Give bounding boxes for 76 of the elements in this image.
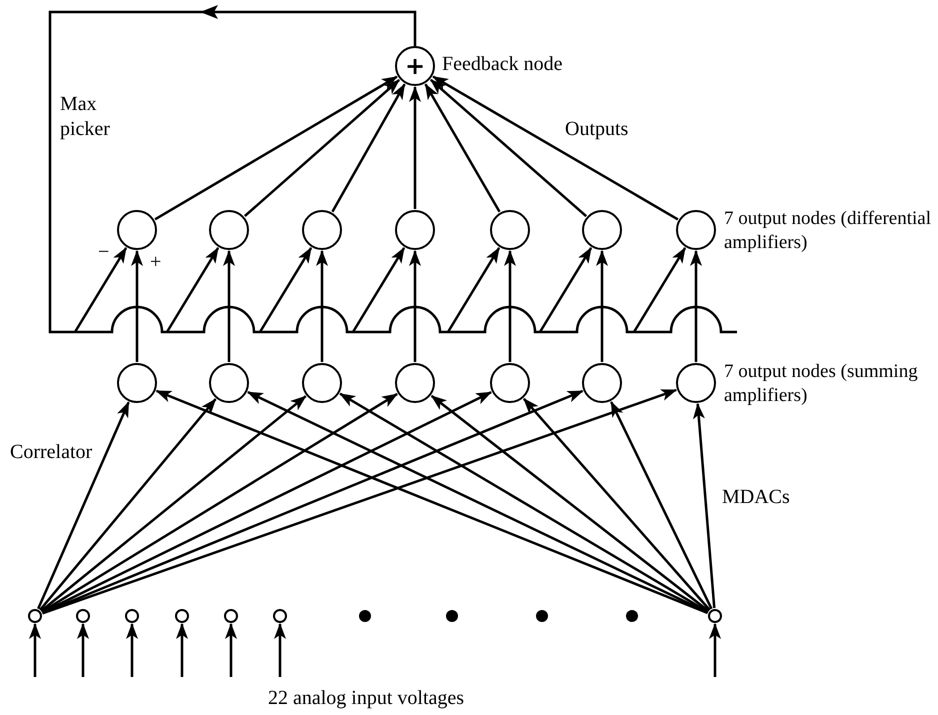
arrow	[42, 391, 492, 614]
arrow	[522, 398, 711, 611]
amplifier-node	[302, 363, 342, 403]
input-node	[175, 609, 189, 623]
arrow	[131, 250, 143, 362]
arrow	[166, 247, 220, 333]
input-node	[76, 609, 90, 623]
input-node	[224, 609, 238, 623]
arrow	[430, 394, 710, 612]
arrow	[156, 390, 708, 614]
arrow	[432, 76, 679, 220]
arrow	[37, 401, 130, 610]
input-node	[708, 609, 722, 623]
arrow	[77, 623, 89, 677]
annotation: Max picker	[60, 92, 111, 142]
feedback-line	[48, 5, 738, 334]
plus-sign: +	[404, 54, 426, 78]
amplifier-node	[582, 210, 622, 250]
amplifier-node	[117, 210, 157, 250]
arrow	[40, 395, 306, 612]
input-node	[273, 609, 287, 623]
arrow	[409, 250, 421, 362]
arrow	[225, 623, 237, 677]
amplifier-node	[395, 210, 435, 250]
arrow	[430, 78, 588, 218]
amplifier-node	[209, 210, 249, 250]
amplifier-node	[490, 363, 530, 403]
arrow	[247, 390, 708, 614]
arrow	[632, 247, 686, 333]
arrow	[424, 83, 501, 212]
arrow	[339, 392, 709, 613]
arrow	[176, 623, 188, 677]
arrow	[126, 623, 138, 677]
arrow	[29, 623, 41, 677]
annotation: Outputs	[565, 117, 628, 142]
arrow	[223, 250, 235, 362]
arrow	[41, 392, 398, 613]
sign-label: +	[150, 250, 162, 275]
amplifier-node	[582, 363, 622, 403]
arrow	[154, 76, 398, 220]
annotation: MDACs	[722, 485, 790, 510]
arrow	[274, 623, 286, 677]
arrow	[42, 390, 584, 614]
arrow	[74, 247, 128, 333]
arrow	[709, 623, 721, 677]
arrow	[692, 402, 716, 608]
arrow	[42, 388, 678, 614]
arrow	[244, 78, 400, 218]
arrow	[258, 247, 312, 333]
caption-text: 22 analog input voltages	[268, 686, 464, 711]
node-caption: Feedback node	[442, 52, 563, 77]
amplifier-node	[676, 210, 716, 250]
arrow	[352, 247, 406, 333]
arrow	[596, 250, 608, 362]
arrow	[331, 83, 406, 212]
row-label: 7 output nodes (differential amplifiers)	[724, 207, 932, 254]
summing-node	[395, 46, 435, 86]
amplifier-node	[676, 363, 716, 403]
arrow	[538, 247, 592, 333]
input-node	[125, 609, 139, 623]
amplifier-node	[395, 363, 435, 403]
amplifier-node	[302, 210, 342, 250]
arrow	[316, 250, 328, 362]
arrow	[409, 86, 421, 209]
amplifier-node	[209, 363, 249, 403]
annotation: Correlator	[10, 440, 92, 465]
arrow	[690, 250, 702, 362]
arrow	[39, 398, 217, 611]
row-label: 7 output nodes (summing amplifiers)	[724, 360, 919, 408]
amplifier-node	[117, 363, 157, 403]
input-node	[28, 609, 42, 623]
sign-label: −	[98, 240, 110, 265]
amplifier-node	[490, 210, 530, 250]
arrow	[504, 250, 516, 362]
arrow	[610, 401, 713, 610]
arrow	[446, 247, 500, 333]
